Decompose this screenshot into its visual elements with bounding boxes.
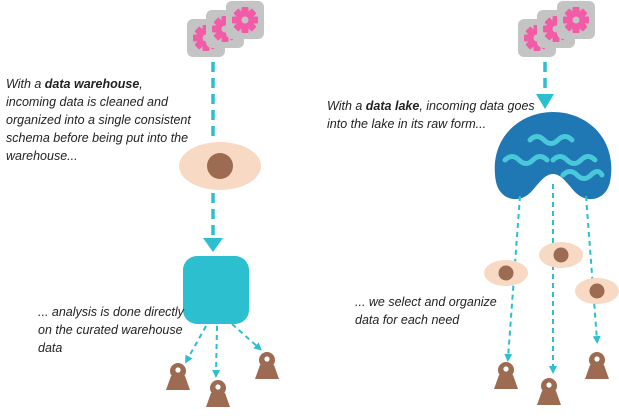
user-figure-icon	[494, 362, 518, 389]
warehouse-analysis-arrows	[185, 323, 262, 378]
warehouse-icon	[183, 256, 249, 324]
eye-icon	[484, 260, 528, 286]
eye-icon	[575, 278, 619, 304]
lake-select-text: ... we select and organize data for each…	[355, 295, 497, 327]
warehouse-analysis-text: ... analysis is done directly on the cur…	[38, 305, 184, 355]
warehouse-term: data warehouse	[44, 77, 140, 91]
gear-icon	[226, 1, 264, 39]
lake-icon	[494, 112, 612, 200]
lake-term: data lake	[365, 99, 420, 113]
user-figure-icon	[585, 352, 609, 379]
lake-data-sources	[518, 1, 595, 57]
gear-icon	[557, 1, 595, 39]
eye-icon	[179, 142, 261, 190]
user-figure-icon	[537, 378, 561, 405]
user-figure-icon	[255, 352, 279, 379]
eye-icon	[539, 242, 583, 268]
warehouse-data-sources	[187, 1, 264, 57]
lake-intro-text: With a data lake, incoming data goes int…	[327, 99, 535, 131]
user-figure-icon	[206, 380, 230, 407]
warehouse-intro-text: With a data warehouse, incoming data is …	[6, 77, 191, 163]
user-figure-icon	[166, 363, 190, 390]
arrowhead	[203, 238, 223, 252]
arrowhead	[536, 94, 554, 109]
